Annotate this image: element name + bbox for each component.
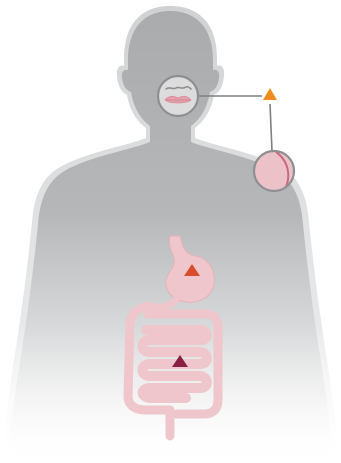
mouth-icon: [158, 76, 198, 116]
mouth-marker: [263, 88, 277, 100]
shoulder-connector-line: [270, 104, 272, 151]
